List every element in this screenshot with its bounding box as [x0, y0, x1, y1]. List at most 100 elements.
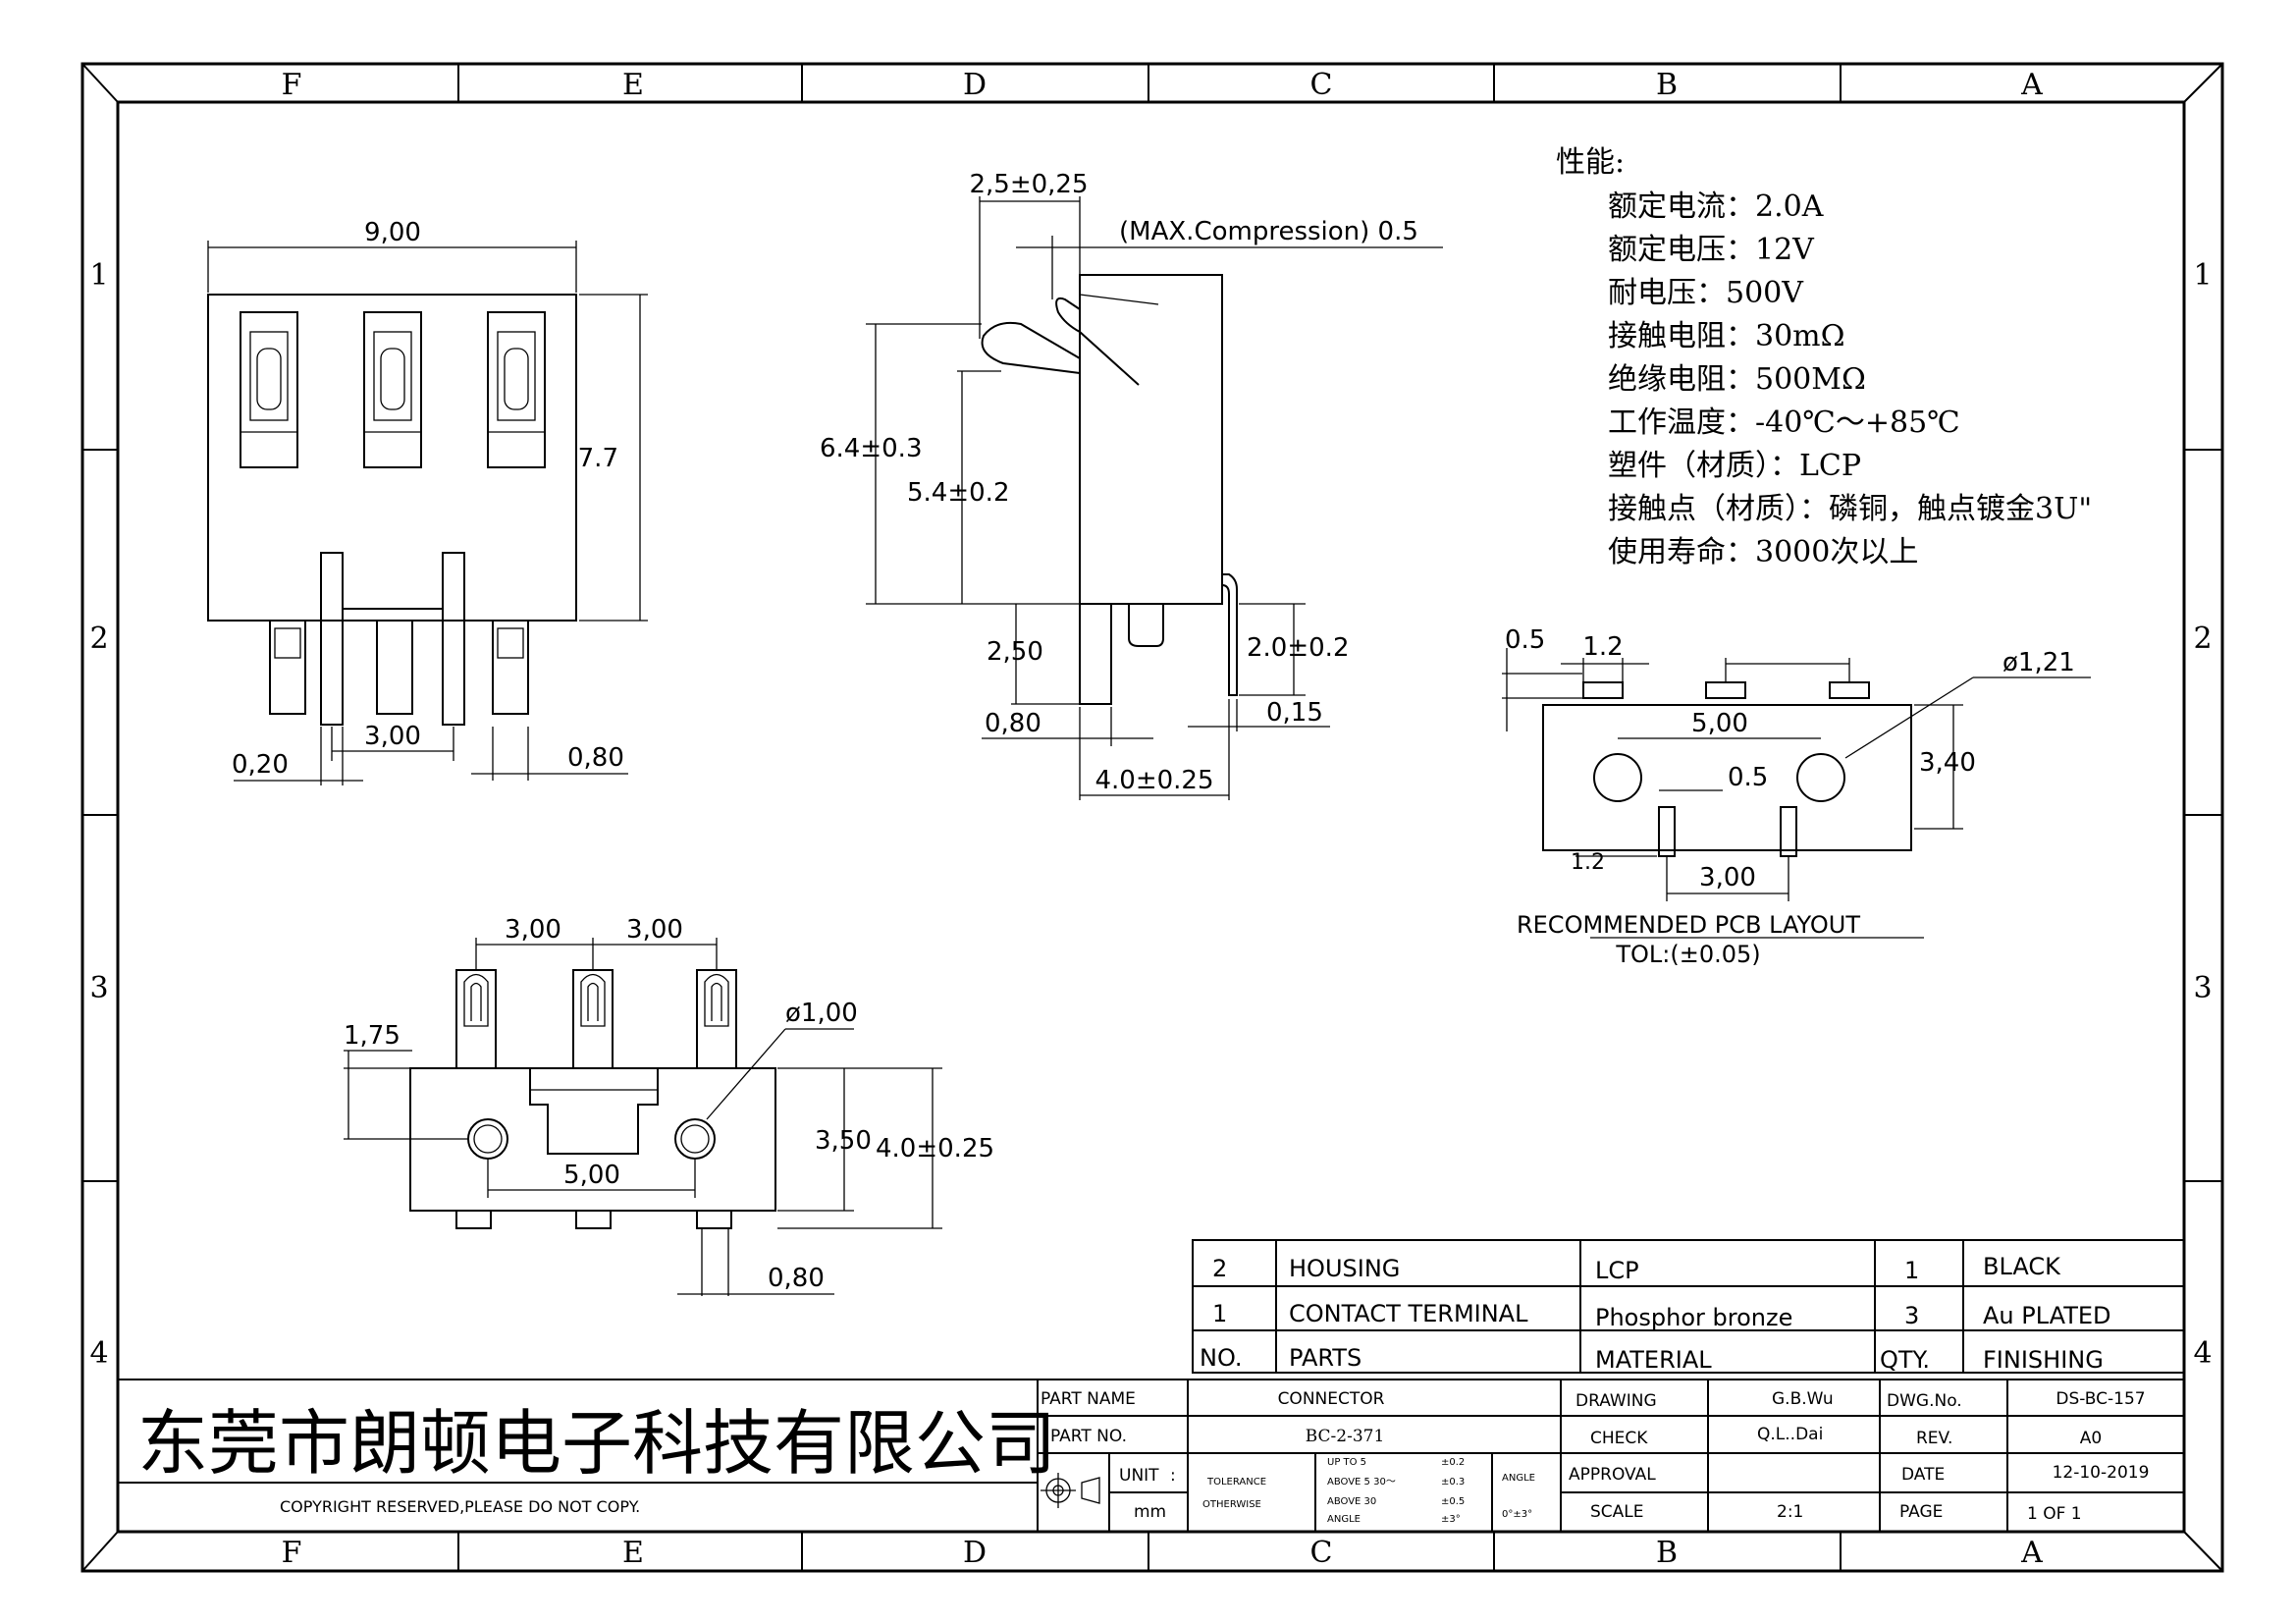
pcb-pad-3 — [1829, 681, 1870, 699]
dim-pcb-slot-pitch: 3,00 — [1699, 863, 1756, 893]
date-label: DATE — [1901, 1465, 1945, 1485]
dim-side-height-2: 5.4±0.2 — [907, 478, 1009, 508]
pcb-slot-left — [1658, 806, 1676, 857]
pcb-pad-1 — [1582, 681, 1624, 699]
scale-label: SCALE — [1590, 1502, 1644, 1522]
front-contact-2 — [363, 311, 422, 468]
spec-withstand-voltage: 耐电压：500V — [1608, 276, 1804, 310]
bom-header-no: NO. — [1200, 1344, 1243, 1372]
zone-col-c-bottom: C — [1310, 1536, 1333, 1570]
dim-side-depth: 4.0±0.25 — [1095, 766, 1213, 795]
dim-front-width: 9,00 — [364, 218, 421, 247]
dim-side-tip: 2,5±0,25 — [969, 170, 1088, 199]
unit-colon: : — [1170, 1466, 1176, 1486]
bom-row2-qty: 3 — [1904, 1302, 1919, 1329]
dim-top-pitch-a: 3,00 — [505, 915, 561, 945]
rev-value: A0 — [2080, 1429, 2102, 1448]
spec-rated-current: 额定电流：2.0A — [1608, 189, 1824, 224]
dwg-no-label: DWG.No. — [1887, 1391, 1962, 1411]
dim-pcb-height: 3,40 — [1919, 748, 1976, 778]
side-housing — [1079, 274, 1223, 605]
dim-pcb-slot-h: 1.2 — [1571, 850, 1605, 875]
front-view: 9,00 7.7 3,00 0,20 0,80 — [207, 218, 648, 785]
zone-col-a-top: A — [2020, 68, 2043, 102]
dim-pcb-hole-spacing: 5,00 — [1691, 709, 1748, 738]
zone-row-1-right: 1 — [2193, 258, 2212, 293]
bom-table: 2 HOUSING LCP 1 BLACK 1 CONTACT TERMINAL… — [1192, 1239, 2185, 1374]
zone-col-e-top: E — [622, 68, 644, 102]
bom-header-qty: QTY. — [1880, 1346, 1930, 1374]
part-name-label: PART NAME — [1041, 1389, 1136, 1409]
bom-header-parts: PARTS — [1289, 1344, 1362, 1372]
company-name: 东莞市朗顿电子科技有限公司 — [137, 1402, 1056, 1485]
tol-line-1-value: ±0.2 — [1441, 1457, 1465, 1468]
pcb-layout: 0.5 1.2 ø1,21 5,00 0.5 3,40 1.2 3,00 REC… — [1502, 625, 2091, 968]
pcb-hole-right — [1796, 753, 1845, 802]
tol-line-3-value: ±0.5 — [1441, 1496, 1465, 1507]
dim-top-hole-dia: ø1,00 — [785, 999, 858, 1028]
dim-side-w2: 0,15 — [1266, 698, 1323, 728]
dim-pcb-pad-width: 1.2 — [1582, 632, 1623, 662]
spec-rated-voltage: 额定电压：12V — [1608, 233, 1815, 267]
dim-side-w1: 0,80 — [985, 709, 1041, 738]
pcb-title: RECOMMENDED PCB LAYOUT — [1517, 911, 1860, 939]
title-block: 东莞市朗顿电子科技有限公司 COPYRIGHT RESERVED,PLEASE … — [117, 1379, 2185, 1533]
bom-row1-no: 2 — [1212, 1255, 1227, 1282]
approval-label: APPROVAL — [1569, 1465, 1656, 1485]
top-view: 3,00 3,00 ø1,00 1,75 3,50 4.0±0.25 5,00 … — [344, 915, 994, 1296]
tol-line-2-label: ABOVE 5 30～ — [1327, 1477, 1396, 1488]
dim-top-h2: 4.0±0.25 — [876, 1134, 994, 1163]
rev-label: REV. — [1916, 1429, 1952, 1448]
bom-header-finishing: FINISHING — [1983, 1346, 2104, 1374]
projection-symbol-icon — [1041, 1473, 1100, 1508]
zone-row-2-right: 2 — [2193, 622, 2212, 656]
spec-list: 性能: 额定电流：2.0A 额定电压：12V 耐电压：500V 接触电阻：30m… — [1556, 145, 2092, 569]
dim-side-max-compression: (MAX.Compression) 0.5 — [1119, 217, 1418, 246]
tol-line-3-label: ABOVE 30 — [1327, 1496, 1376, 1507]
spec-operating-temp: 工作温度：-40℃～+85℃ — [1608, 406, 1960, 440]
dim-side-peg: 2,50 — [987, 637, 1043, 667]
top-contact-3 — [696, 969, 737, 1069]
dim-top-hole-spacing: 5,00 — [563, 1161, 620, 1190]
check-label: CHECK — [1590, 1429, 1648, 1448]
dim-front-height: 7.7 — [578, 444, 618, 473]
copyright-notice: COPYRIGHT RESERVED,PLEASE DO NOT COPY. — [280, 1497, 640, 1516]
zone-row-2-left: 2 — [89, 622, 108, 656]
spec-life: 使用寿命：3000次以上 — [1608, 535, 1918, 569]
bom-row1-material: LCP — [1595, 1257, 1639, 1284]
zone-row-4-right: 4 — [2193, 1336, 2212, 1371]
angle-value: 0°±3° — [1502, 1509, 1532, 1520]
tol-line-4-value: ±3° — [1441, 1514, 1461, 1525]
tol-line-2-value: ±0.3 — [1441, 1477, 1465, 1488]
page-value: 1 OF 1 — [2027, 1504, 2082, 1524]
front-peg-3 — [492, 620, 529, 715]
page-label: PAGE — [1899, 1502, 1943, 1522]
pcb-outline — [1542, 704, 1912, 851]
pcb-pad-2 — [1705, 681, 1746, 699]
bom-row1-finish: BLACK — [1983, 1253, 2061, 1280]
front-housing — [207, 294, 577, 622]
drawing-label: DRAWING — [1575, 1391, 1657, 1411]
unit-label: UNIT — [1119, 1466, 1159, 1486]
zone-col-d-top: D — [963, 68, 987, 102]
bom-row2-material: Phosphor bronze — [1595, 1304, 1792, 1331]
bom-header-material: MATERIAL — [1595, 1346, 1712, 1374]
spec-contact-material: 接触点（材质）：磷铜，触点镀金3U" — [1608, 492, 2092, 526]
dim-top-pin: 0,80 — [768, 1264, 825, 1293]
zone-col-e-bottom: E — [622, 1536, 644, 1570]
dim-top-h1: 3,50 — [815, 1126, 872, 1156]
check-value: Q.L..Dai — [1757, 1425, 1823, 1444]
zone-col-f-bottom: F — [282, 1536, 302, 1570]
front-peg-1 — [269, 620, 306, 715]
zone-row-4-left: 4 — [89, 1336, 108, 1371]
part-no-value: BC-2-371 — [1306, 1427, 1385, 1446]
tolerance-label: TOLERANCE — [1206, 1477, 1266, 1488]
spec-housing-material: 塑件（材质）：LCP — [1608, 449, 1861, 483]
zone-col-d-bottom: D — [963, 1536, 987, 1570]
zone-row-3-left: 3 — [89, 971, 108, 1005]
dim-front-pin-width: 0,20 — [232, 750, 289, 780]
dim-side-tab: 2.0±0.2 — [1247, 633, 1349, 663]
tol-line-1-label: UP TO 5 — [1327, 1457, 1366, 1468]
otherwise-label: OTHERWISE — [1202, 1499, 1261, 1510]
front-contact-1 — [240, 311, 298, 468]
